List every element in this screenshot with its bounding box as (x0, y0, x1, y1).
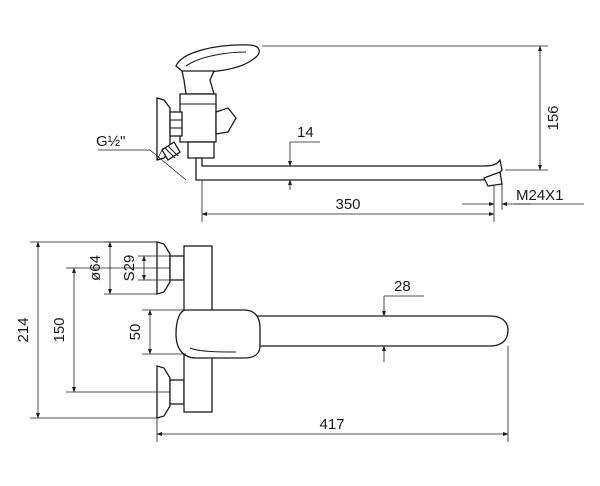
side-view: 156 14 350 M24X1 G½" (96, 44, 584, 222)
dim-total-height: 214 (15, 317, 32, 342)
spout-front (229, 315, 509, 347)
dim-height: 156 (545, 105, 562, 130)
handle-front (175, 309, 261, 359)
upper-nut (169, 255, 185, 281)
front-view: ø64 S29 214 150 50 28 417 (15, 241, 509, 442)
eccentric-thread (161, 141, 181, 161)
dim-connection-spacing: 150 (51, 317, 68, 342)
dim-total-length: 417 (319, 416, 344, 433)
spout-mount (187, 141, 215, 159)
handle-neck (181, 70, 216, 95)
dim-aerator-thread: M24X1 (516, 187, 564, 204)
dim-spout-thickness: 14 (297, 124, 314, 141)
dim-spout-diameter: 28 (394, 278, 411, 295)
lower-nut (169, 379, 185, 405)
dim-spout-reach: 350 (335, 196, 360, 213)
dim-handle-height: 50 (127, 324, 144, 341)
thread-label: G½" (96, 133, 126, 150)
diverter-button (215, 107, 237, 135)
mixer-body (179, 93, 217, 143)
handle-lever (175, 44, 260, 73)
spout-pipe (195, 157, 503, 181)
connection-nut (169, 111, 183, 137)
